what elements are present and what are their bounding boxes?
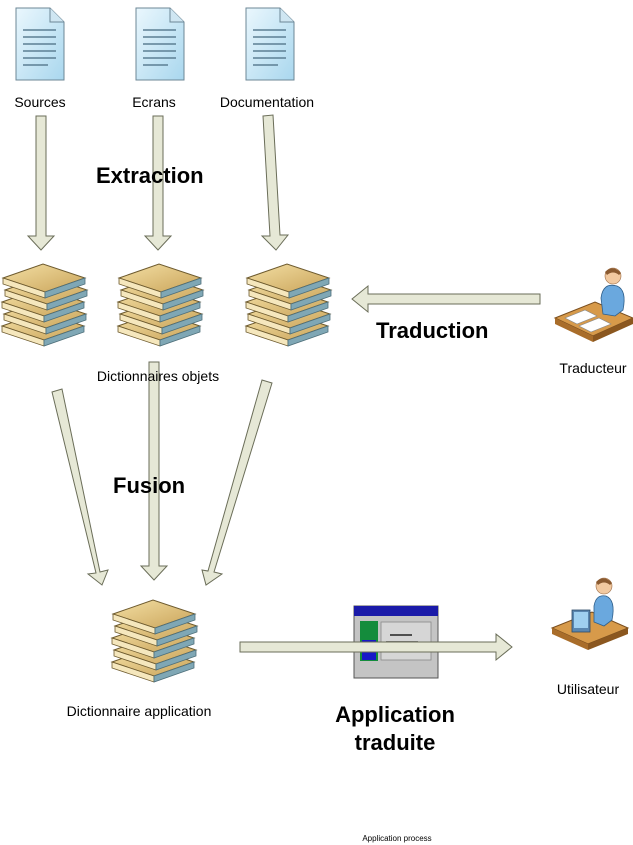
label-application-traduite-line1: Application — [335, 702, 455, 727]
dictionnaire-application-icon — [112, 600, 197, 682]
traduction-arrow — [351, 284, 541, 314]
label-traduction: Traduction — [376, 318, 489, 343]
footer-caption: Application process — [362, 834, 432, 843]
label-dictionnaires-objets: Dictionnaires objets — [96, 368, 220, 384]
fusion-arrow-center — [139, 361, 169, 581]
dictionnaire-objet-documentation-icon — [246, 264, 331, 346]
extraction-arrow-documentation — [260, 114, 290, 251]
fusion-arrow-left — [51, 388, 109, 586]
extraction-arrow-ecrans — [143, 115, 173, 251]
utilisateur-icon — [550, 577, 630, 650]
label-dictionnaire-application: Dictionnaire application — [66, 703, 212, 719]
label-fusion: Fusion — [113, 473, 186, 498]
application-arrow — [239, 632, 513, 662]
label-documentation: Documentation — [219, 94, 315, 110]
documentation-document-icon — [245, 7, 295, 81]
ecrans-document-icon — [135, 7, 185, 81]
label-utilisateur: Utilisateur — [556, 681, 620, 697]
sources-document-icon — [15, 7, 65, 81]
label-extraction: Extraction — [96, 163, 204, 188]
label-ecrans: Ecrans — [132, 94, 176, 110]
dictionnaire-objet-ecrans-icon — [118, 264, 203, 346]
fusion-arrow-right — [201, 379, 273, 586]
label-traducteur: Traducteur — [559, 360, 627, 376]
traducteur-icon — [554, 267, 633, 343]
dictionnaire-objet-sources-icon — [2, 264, 87, 346]
label-application-traduite-line2: traduite — [354, 730, 436, 755]
label-sources: Sources — [14, 94, 66, 110]
extraction-arrow-sources — [26, 115, 56, 251]
